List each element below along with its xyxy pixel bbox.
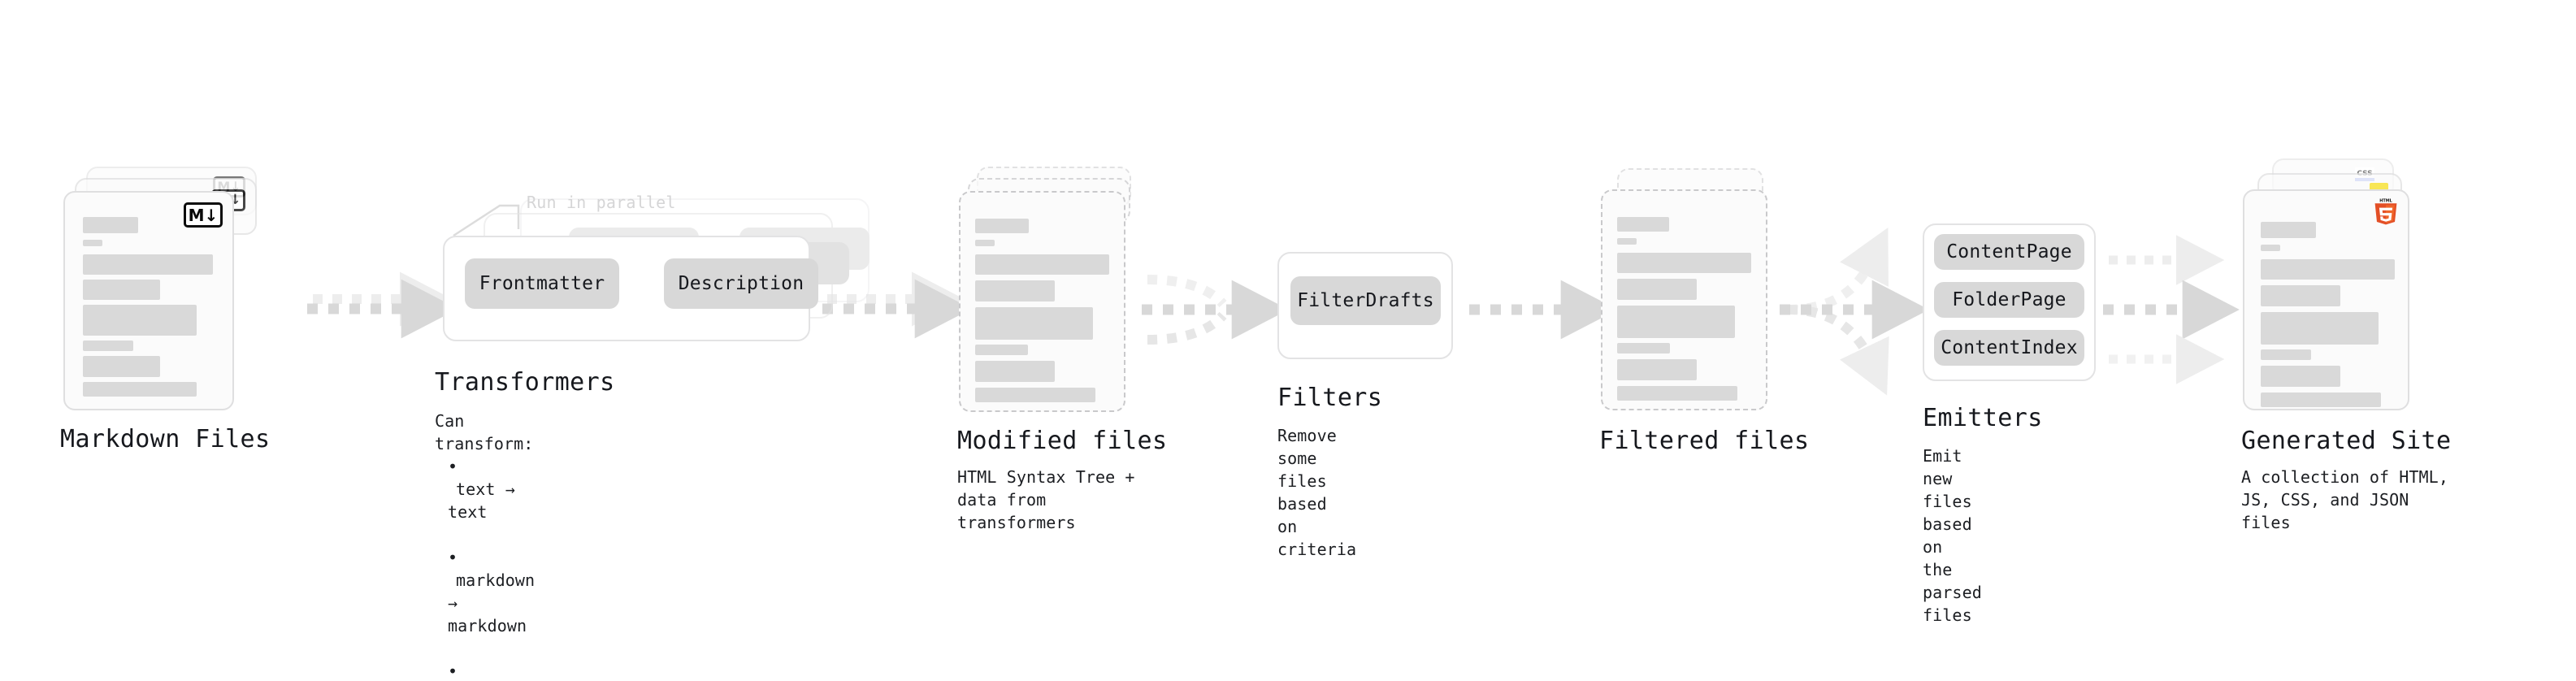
skeleton-bar	[1617, 306, 1735, 338]
arrow-filtered-to-emitters	[1780, 228, 1929, 396]
bullet-marker: •	[448, 661, 458, 681]
skeleton-bar	[83, 305, 197, 336]
page-title: Transformers	[435, 368, 615, 397]
page-title: Filtered files	[1599, 427, 1810, 455]
page-title: Markdown Files	[60, 425, 271, 453]
skeleton-bar	[975, 219, 1029, 233]
filtered-card-stack	[1601, 167, 1788, 410]
skeleton-bar	[2261, 245, 2280, 251]
skeleton-bar	[1617, 359, 1697, 380]
markdown-badge: M↓	[184, 202, 223, 228]
skeleton-bar	[1617, 238, 1637, 245]
transformer-pill-frontmatter[interactable]: Frontmatter	[465, 258, 619, 309]
skeleton-bar	[83, 217, 138, 233]
skeleton-bar	[2261, 312, 2379, 345]
skeleton-bar	[2261, 366, 2340, 387]
page-title: Generated Site	[2241, 427, 2452, 455]
site-card-stack: CSS HTML	[2243, 158, 2454, 410]
list-item: • markdown → markdown	[448, 523, 535, 637]
page-title: Modified files	[957, 427, 1168, 455]
skeleton-bar	[1617, 217, 1669, 232]
filters-subtitle: Remove some files based on criteria	[1277, 426, 1357, 559]
skeleton-bar	[975, 240, 995, 246]
skeleton-bar	[975, 254, 1109, 275]
list-item: • html → html	[448, 637, 535, 681]
skeleton-bar	[2261, 393, 2381, 407]
stage-generated-site: CSS HTML	[2241, 158, 2454, 532]
skeleton-bar	[1617, 343, 1670, 354]
filter-pill-filterdrafts[interactable]: FilterDrafts	[1290, 276, 1441, 325]
skeleton-bar	[2261, 259, 2395, 280]
stage-markdown-files: M↓ M↓ M↓ Markdown Files	[60, 167, 275, 453]
emitter-pill-contentindex[interactable]: ContentIndex	[1934, 330, 2084, 366]
list-item: • text → text	[448, 432, 535, 523]
skeleton-bar	[83, 382, 197, 397]
skeleton-bar	[2261, 285, 2340, 306]
skeleton-bar	[1617, 386, 1737, 401]
site-card-html: HTML	[2243, 189, 2409, 410]
arrow-emitters-to-site	[2103, 235, 2240, 384]
transformers-subtitle: Can transform:	[435, 411, 534, 453]
skeleton-bar	[83, 340, 133, 351]
bullet-marker: •	[448, 548, 458, 567]
list-item-label: markdown → markdown	[448, 570, 536, 635]
arrow-modified-to-filters	[1142, 275, 1289, 345]
bullet-marker: •	[448, 457, 458, 476]
svg-text:HTML: HTML	[2379, 199, 2392, 204]
emitter-pill-contentpage[interactable]: ContentPage	[1934, 234, 2084, 270]
emitter-pill-folderpage[interactable]: FolderPage	[1934, 282, 2084, 318]
skeleton-bar	[975, 307, 1093, 340]
transformer-pill-description[interactable]: Description	[664, 258, 818, 309]
skeleton-bar	[83, 280, 160, 300]
skeleton-bar	[975, 280, 1055, 301]
transform-bullet-list: • text → text • markdown → markdown • ht…	[448, 432, 535, 681]
arrow-markdown-to-transformers	[307, 271, 458, 339]
skeleton-bar	[83, 240, 102, 246]
skeleton-bar	[1617, 279, 1697, 300]
html5-badge: HTML	[2374, 197, 2398, 227]
skeleton-bar	[83, 356, 160, 377]
page-title: Emitters	[1923, 404, 2043, 432]
skeleton-bar	[975, 361, 1055, 382]
skeleton-bar	[975, 388, 1095, 402]
skeleton-bar	[83, 254, 213, 275]
modified-card-stack	[959, 167, 1146, 412]
modified-card-front	[959, 191, 1125, 412]
html5-icon: HTML	[2374, 199, 2397, 225]
generated-site-subtitle: A collection of HTML, JS, CSS, and JSON …	[2241, 467, 2448, 532]
page-title: Filters	[1277, 384, 1383, 412]
modified-files-subtitle: HTML Syntax Tree + data from transformer…	[957, 467, 1135, 532]
skeleton-bar	[2261, 222, 2316, 238]
list-item-label: text → text	[448, 479, 515, 522]
skeleton-bar	[2261, 349, 2311, 360]
skeleton-bar	[1617, 253, 1751, 273]
run-in-parallel-label: Run in parallel	[527, 193, 676, 212]
markdown-card-front: M↓	[63, 191, 234, 410]
stage-filtered-files: Filtered files	[1599, 167, 1809, 455]
stage-modified-files: Modified files HTML Syntax Tree + data f…	[957, 167, 1167, 532]
skeleton-bar	[975, 345, 1028, 355]
markdown-card-stack: M↓ M↓ M↓	[63, 167, 275, 410]
filtered-card-front	[1601, 189, 1767, 410]
emitters-subtitle: Emit new files based on the parsed files	[1923, 446, 1982, 625]
